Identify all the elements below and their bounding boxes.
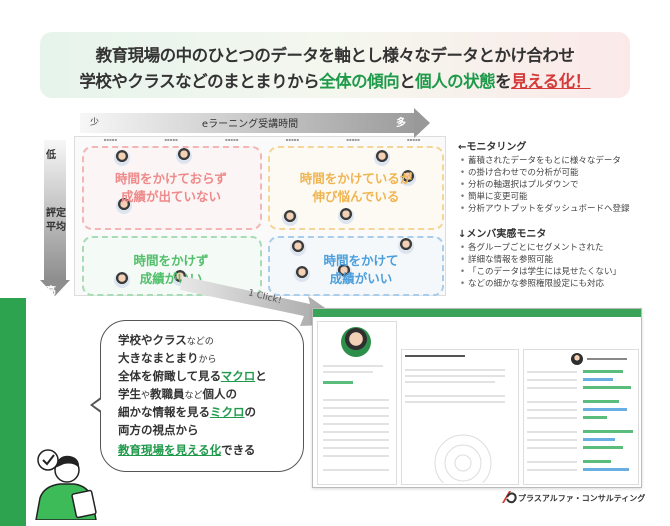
avatar[interactable]	[290, 240, 306, 256]
click-arrow-icon	[180, 276, 348, 326]
left-axis-mid-2: 平均	[46, 222, 66, 233]
hero-line-2: 学校やクラスなどのまとまりから全体の傾向と個人の状態を見える化！	[40, 68, 630, 92]
member-title: ↓メンバ実感モニタ	[458, 229, 547, 240]
quadrant-3-line-1: 時間をかけず	[133, 253, 209, 268]
bubble-line-6: 両方の視点から	[118, 423, 199, 437]
quadrant-4-line-1: 時間をかけて	[323, 253, 399, 268]
quadrant-1-line-1: 時間をかけておらず	[115, 171, 227, 186]
top-axis-high: 多	[396, 118, 406, 129]
avatar[interactable]	[116, 198, 132, 214]
bubble-text: 学校やクラス	[118, 333, 187, 347]
monitoring-bullet: 蓄積されたデータをもとに様々なデータ	[458, 155, 668, 167]
bubble-text: 教育現場を見える化	[118, 443, 222, 457]
hero-line-2f: 見える化！	[511, 72, 591, 91]
arrow-right-icon	[414, 108, 430, 138]
avatar[interactable]	[282, 210, 298, 226]
bubble-text: 個人の	[202, 387, 238, 401]
bubble-tail-inner	[93, 398, 103, 412]
member-bullet: 「このデータは学生には見せたくない」	[458, 266, 668, 278]
bubble-text: 細かな情報を見る	[118, 405, 210, 419]
quadrant-2-text: 時間をかけているが 伸び悩んでいる	[276, 170, 436, 206]
quadrant-1-text: 時間をかけておらず 成績が出ていない	[96, 170, 246, 206]
avatar[interactable]	[114, 150, 130, 166]
avatar[interactable]	[294, 266, 310, 282]
bubble-text: と	[255, 369, 267, 383]
quadrant-4-line-2: 成績がいい	[329, 271, 393, 286]
bubble-line-3: 全体を俯瞰して見るマクロと	[118, 368, 267, 384]
avatar[interactable]	[114, 272, 130, 288]
member-bullet: 各グループごとにセグメントされた	[458, 242, 668, 254]
bubble-line-5: 細かな情報を見るミクロの	[118, 404, 256, 420]
avatar[interactable]	[400, 170, 416, 186]
hero-line-2b: 全体の傾向	[319, 72, 400, 91]
hero-line-2e: を	[495, 72, 512, 91]
bubble-text: や	[141, 391, 151, 401]
monitoring-bullet: 分析の軸選択はプルダウンで	[458, 179, 668, 191]
avatar[interactable]	[398, 238, 414, 254]
monitoring-bullet-cont: の掛け合わせでの分析が可能	[458, 167, 668, 179]
bubble-text: など	[184, 391, 203, 401]
monitoring-bullet: 分析アウトプットをダッシュボードへ登録	[458, 203, 668, 215]
avatar[interactable]	[338, 208, 354, 224]
quadrant-1-line-2: 成績が出ていない	[120, 189, 221, 204]
person-with-clipboard-icon	[35, 449, 97, 520]
bubble-text: マクロ	[220, 369, 256, 383]
avatar[interactable]	[176, 148, 192, 164]
avatar[interactable]	[374, 150, 390, 166]
monitoring-bullet-text: 簡単に変更可能	[468, 192, 528, 202]
member-bullet-cont: 詳細な情報を参照可能	[458, 254, 668, 266]
report-panel	[401, 349, 519, 485]
brand-logo-icon	[502, 491, 517, 504]
bubble-line-2: 大きなまとまりから	[118, 350, 217, 366]
monitoring-bullet-cont: 簡単に変更可能	[458, 191, 668, 203]
left-axis-low: 低	[46, 150, 56, 161]
left-axis-high: 高	[46, 286, 56, 297]
radar-chart	[434, 434, 492, 483]
top-axis-arrow: 少 eラーニング受講時間 多	[80, 108, 430, 138]
bubble-text: 全体を俯瞰して見る	[118, 369, 221, 383]
speech-bubble	[100, 320, 304, 472]
left-axis-arrow: 低 評定 平均 高	[40, 140, 70, 300]
monitoring-section: ←モニタリング 蓄積されたデータをもとに様々なデータ の掛け合わせでの分析が可能…	[458, 138, 668, 290]
top-axis-label: eラーニング受講時間	[201, 119, 299, 130]
bubble-text: できる	[221, 443, 256, 457]
top-axis-low: 少	[90, 118, 100, 128]
left-axis-mid-1: 評定	[46, 208, 66, 219]
member-bullet-text: などの細かな参照権限設定にも対応	[468, 279, 605, 289]
matrix-header-cells: ▪▪▪▪▪▪▪▪▪▪▪▪▪▪▪▪▪▪▪▪▪▪▪▪▪▪▪▪▪▪	[103, 137, 421, 142]
bubble-text: の	[244, 405, 257, 419]
hero-line-2d: 個人の状態	[415, 72, 496, 91]
quadrant-3	[82, 236, 262, 296]
hero-line-1: 教育現場の中のひとつのデータを軸とし様々なデータとかけ合わせ	[95, 46, 575, 65]
green-side-band	[0, 298, 26, 526]
quadrant-4-text: 時間をかけて 成績がいい	[286, 252, 436, 288]
monitoring-title: ←モニタリング	[458, 142, 527, 153]
quadrant-1	[82, 146, 262, 230]
hero-banner: 教育現場の中のひとつのデータを軸とし様々なデータとかけ合わせ 学校やクラスなどの…	[40, 32, 630, 98]
member-bullet-text: 詳細な情報を参照可能	[468, 255, 554, 265]
arrow-down-icon	[40, 280, 70, 296]
bubble-text: などの	[186, 337, 214, 347]
bubble-text: 学生	[118, 387, 141, 401]
quadrant-2-line-2: 伸び悩んでいる	[312, 189, 400, 204]
bubble-line-7: 教育現場を見える化できる	[118, 442, 255, 458]
hero-line-2a: 学校やクラスなどのまとまりから	[79, 72, 320, 91]
avatar	[341, 327, 371, 357]
dashboard-screenshot[interactable]	[312, 308, 642, 488]
bubble-text: ミクロ	[210, 405, 245, 419]
bubble-text: 大きなまとまり	[118, 351, 199, 365]
member-bullet-cont: などの細かな参照権限設定にも対応	[458, 278, 668, 290]
bubble-text: 教職員	[150, 387, 185, 401]
bubble-line-4: 学生や教職員など個人の	[118, 386, 237, 402]
avatar[interactable]	[336, 264, 352, 280]
bubble-text: から	[198, 355, 217, 365]
brand-name: プラスアルファ・コンサルティング	[518, 494, 646, 503]
avatar	[571, 353, 583, 365]
hero-line-2c: と	[399, 72, 416, 91]
quadrant-2-line-1: 時間をかけているが	[299, 171, 413, 186]
bubble-line-1: 学校やクラスなどの	[118, 332, 214, 348]
monitoring-bullet-text: の掛け合わせでの分析が可能	[468, 168, 579, 178]
